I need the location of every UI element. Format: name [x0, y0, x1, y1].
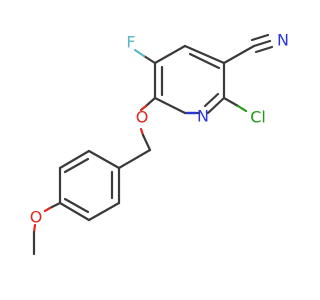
bond-c4-c3-inner: [188, 52, 221, 70]
methoxy-oxygen-label: O: [30, 208, 43, 227]
bond-c2-cl: [222, 96, 240, 108]
ether-oxygen-label: O: [136, 108, 149, 127]
pyridine-ring: [153, 44, 226, 115]
nitrile-nitrogen-label: N: [277, 31, 289, 50]
bond-c5-f: [142, 54, 157, 65]
bond-nitrile-3: [254, 45, 274, 54]
bond-a4-a5: [58, 201, 91, 222]
bond-a4-o-color: [43, 206, 52, 213]
bond-c6-o: [144, 96, 157, 108]
bond-n1-c2-inner: [203, 92, 220, 108]
bond-a4-o: [48, 201, 62, 210]
ring-nitrogen-label: N: [197, 107, 209, 126]
bond-c4-c3: [183, 44, 226, 65]
molecule-structure: F N N Cl O O: [30, 31, 289, 256]
bond-ch2-ring: [117, 148, 152, 170]
bond-nitrile-c: [252, 39, 272, 48]
bond-f-color: [133, 48, 146, 58]
bond-o-me-color: [32, 223, 37, 234]
bond-n1-c2: [206, 96, 226, 115]
bond-a4-a5-inner: [63, 197, 90, 214]
bond-cl-color: [236, 104, 248, 113]
bond-a5-a6: [87, 201, 121, 222]
fluorine-label: F: [126, 33, 135, 52]
chlorine-label: Cl: [250, 108, 266, 127]
bond-a2-a3-inner: [63, 157, 90, 174]
bond-o-color: [139, 104, 148, 112]
bond-a1-a2: [87, 149, 121, 170]
bond-c4-c5: [153, 44, 187, 65]
bond-c3-cn: [222, 44, 256, 65]
bond-c6-n1: [153, 96, 187, 115]
bond-a2-a3: [58, 149, 91, 170]
bond-nitrile-2: [250, 33, 270, 42]
bond-o-ch2: [141, 133, 152, 152]
benzene-ring: [58, 148, 152, 222]
